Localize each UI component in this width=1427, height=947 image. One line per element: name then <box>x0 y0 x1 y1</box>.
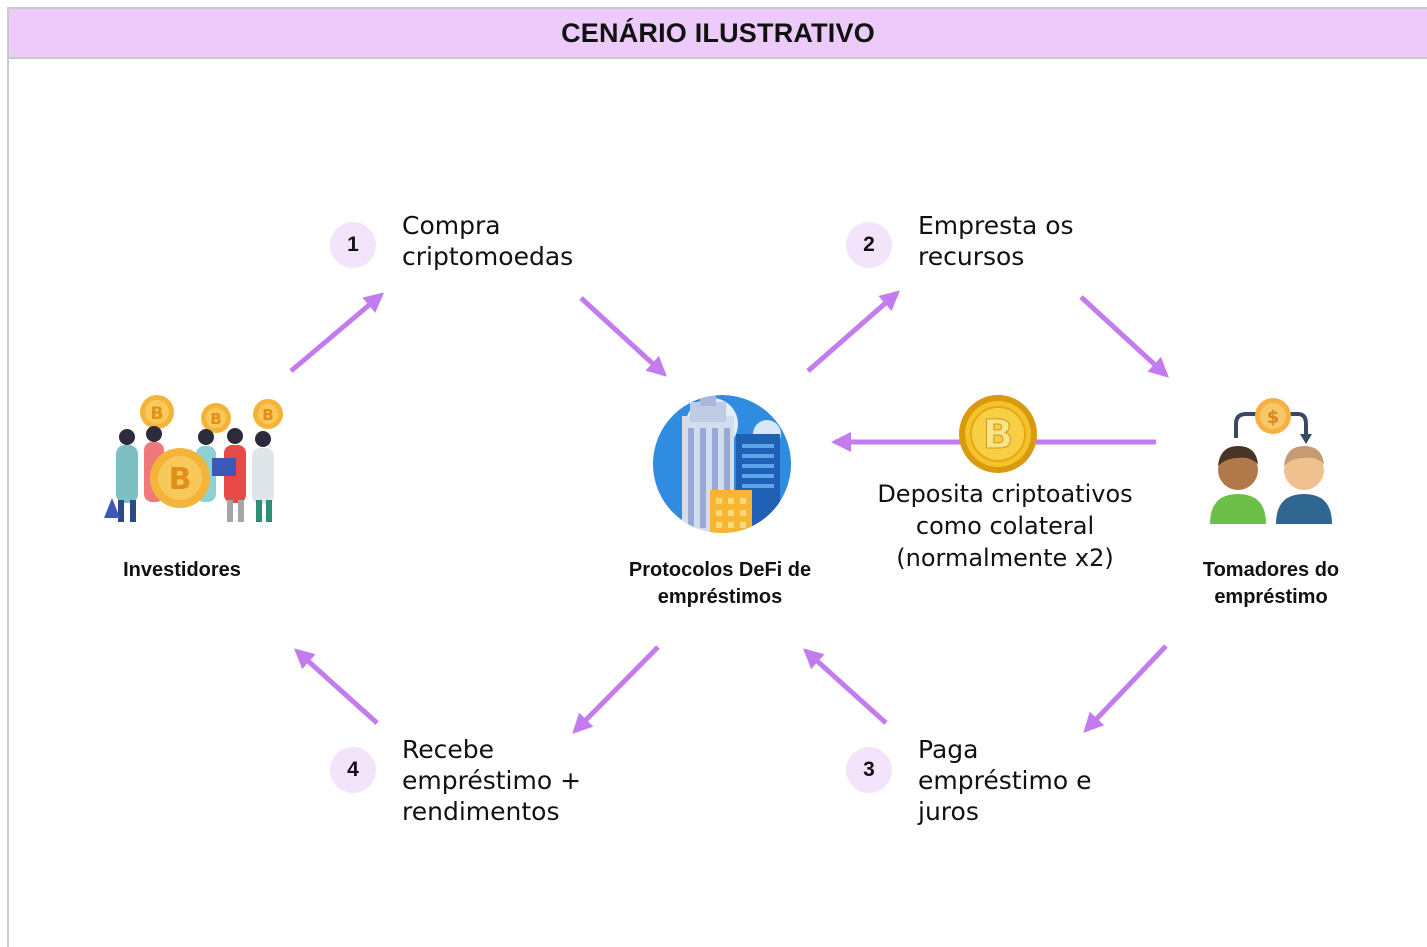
header-bar: CENÁRIO ILUSTRATIVO <box>9 9 1427 59</box>
step-3-text: Paga empréstimo e juros <box>918 735 1092 826</box>
svg-text:B: B <box>210 410 221 428</box>
arrow-investors-to-step1 <box>289 292 385 373</box>
step-4-badge: 4 <box>330 747 376 793</box>
node-protocol-label: Protocolos DeFi de empréstimos <box>628 559 812 608</box>
arrow-protocol-to-step2 <box>806 290 901 373</box>
step-2-text: Empresta os recursos <box>918 211 1074 271</box>
svg-text:B: B <box>151 404 164 424</box>
svg-text:$: $ <box>1267 407 1280 428</box>
step-3-badge: 3 <box>846 747 892 793</box>
svg-text:B: B <box>262 406 273 424</box>
arrow-step2-to-borrowers <box>1079 295 1169 378</box>
step-4-text: Recebe empréstimo + rendimentos <box>402 735 582 826</box>
node-borrowers-label: Tomadores do empréstimo <box>1202 559 1340 608</box>
step-1-badge: 1 <box>330 222 376 268</box>
collateral-text: Deposita criptoativos como colateral (no… <box>877 480 1133 572</box>
arrow-protocol-to-step4 <box>572 645 660 734</box>
money-exchange-people-icon: $ <box>1206 396 1336 531</box>
arrow-step4-to-investors <box>294 648 379 725</box>
arrow-step3-to-protocol <box>803 648 888 725</box>
step-2-badge: 2 <box>846 222 892 268</box>
arrow-borrowers-to-step3 <box>1083 644 1168 733</box>
node-investors-label: Investidores <box>123 559 241 581</box>
diagram-frame <box>7 7 1427 947</box>
svg-text:B: B <box>169 462 192 497</box>
svg-text:B: B <box>983 412 1014 458</box>
city-building-icon <box>652 394 792 541</box>
bitcoin-investors-icon: B B B B <box>100 390 290 535</box>
bitcoin-coin-icon: B <box>956 392 1040 481</box>
page-title: CENÁRIO ILUSTRATIVO <box>561 17 875 48</box>
arrow-step1-to-protocol <box>579 296 667 377</box>
step-1-text: Compra criptomoedas <box>402 211 574 271</box>
